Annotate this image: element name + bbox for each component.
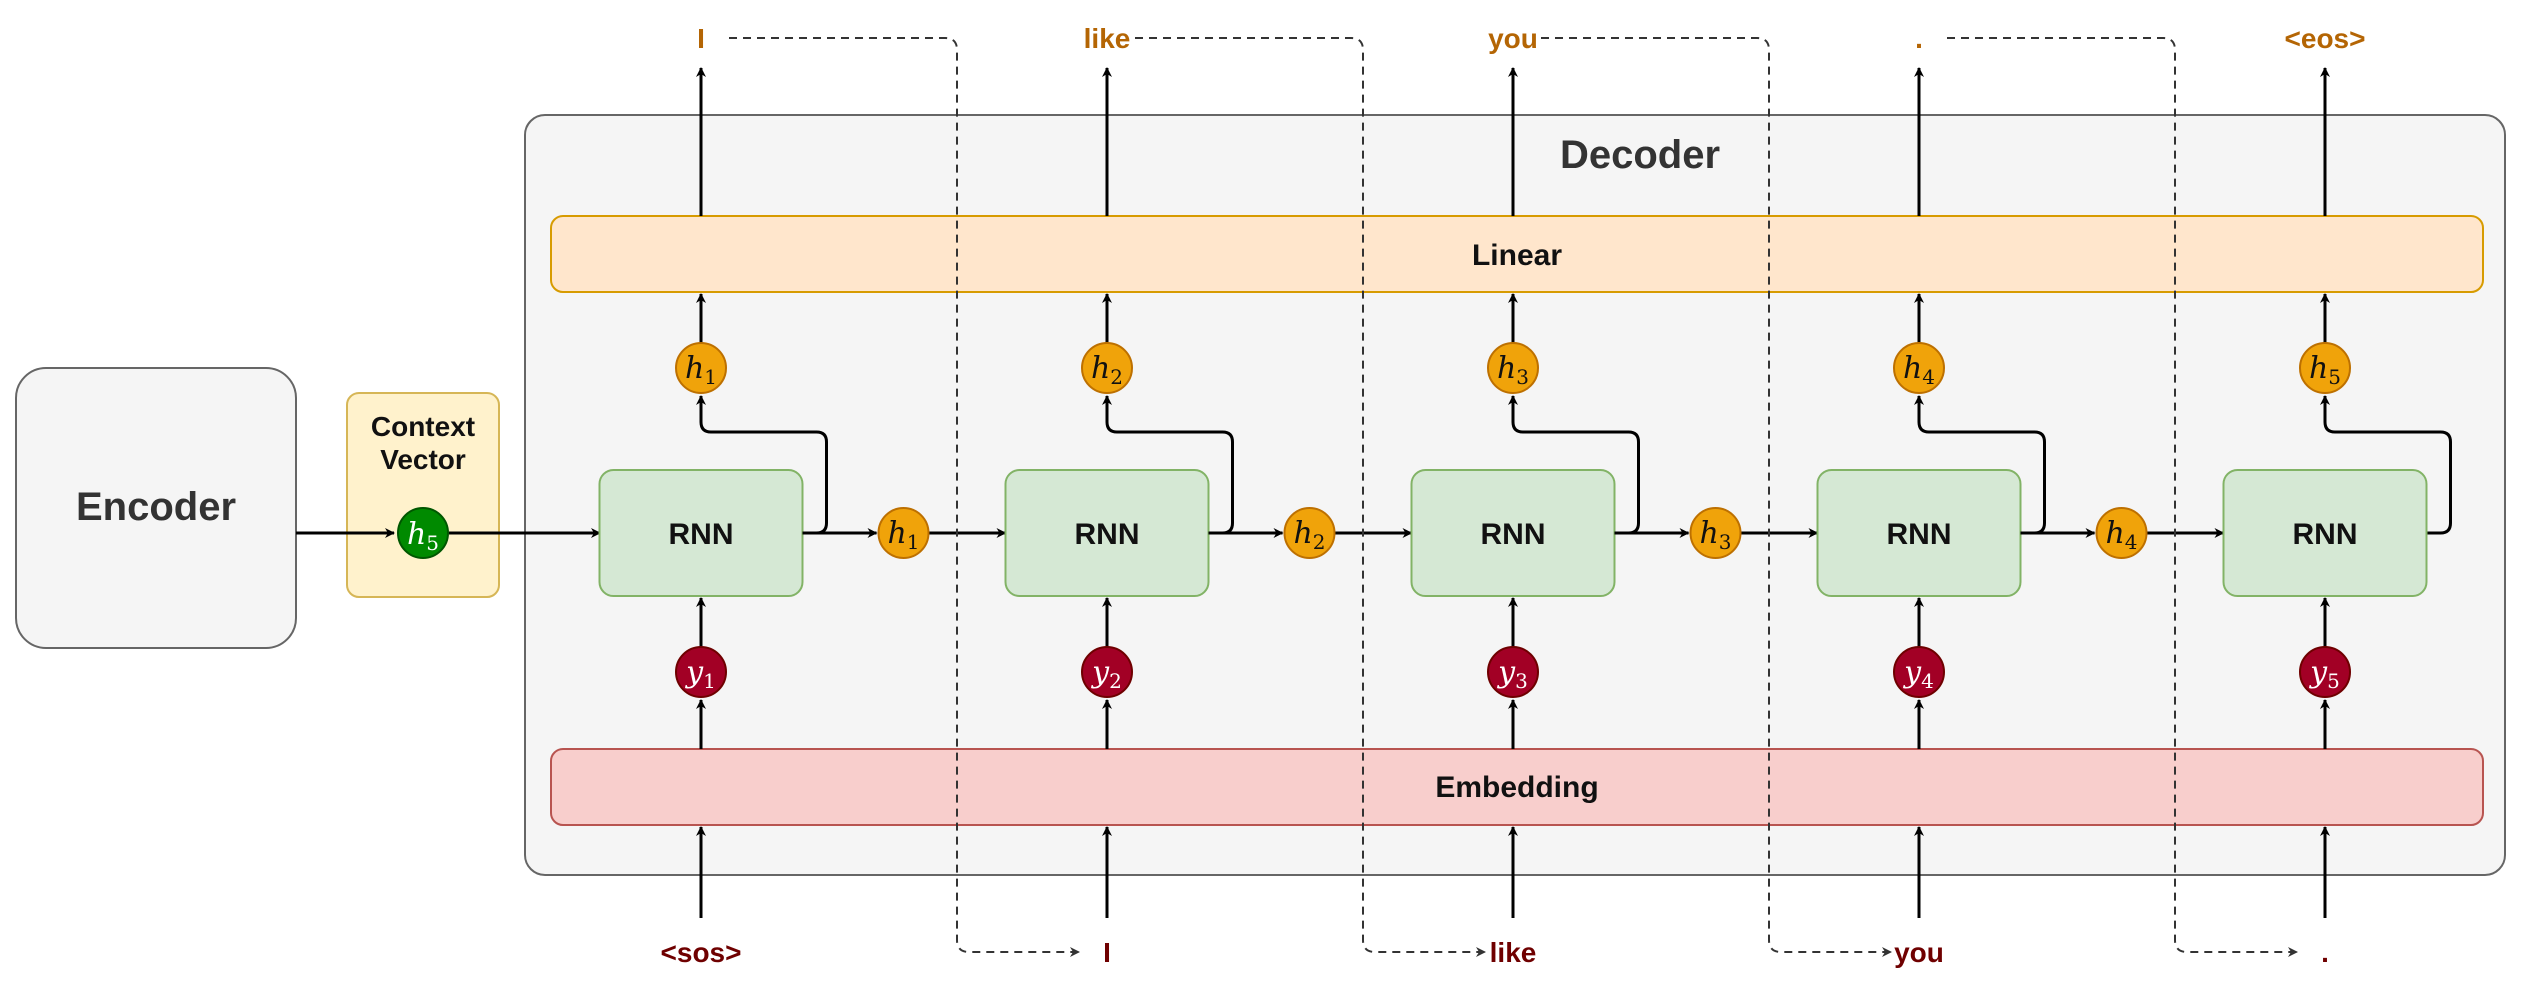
rnn-to-h-route-3 [1508, 395, 1640, 535]
hidden-state-top-5: h5 [2299, 342, 2351, 394]
hidden-state-right-3-circle [1689, 507, 1742, 559]
context-vector-label-line2: Vector [380, 444, 466, 475]
embedding-vector-4-circle [1893, 646, 1945, 698]
hidden-state-top-5-label: h5 [2309, 351, 2341, 389]
hidden-state-right-2-circle [1283, 507, 1336, 559]
hidden-state-right-3: h3 [1689, 507, 1742, 559]
hidden-state-top-3-circle [1487, 342, 1539, 394]
input-token-2: I [1103, 937, 1111, 968]
rnn-to-h-route-1 [696, 395, 828, 535]
embedding-vector-5: y5 [2299, 646, 2351, 698]
rnn-label-1: RNN [669, 518, 734, 551]
hidden-state-top-4: h4 [1893, 342, 1945, 394]
output-token-2: like [1084, 23, 1131, 54]
embedding-vector-2-label: y2 [1090, 655, 1122, 693]
rnn-to-h-route-5 [2320, 395, 2452, 535]
context-vector-label-line1: Context [371, 411, 475, 442]
hidden-state-top-2-label: h2 [1091, 351, 1123, 389]
embedding-vector-4: y4 [1893, 646, 1945, 698]
embedding-vector-1-label: y1 [684, 655, 716, 693]
output-token-4: . [1915, 23, 1923, 54]
rnn-cell-5 [2222, 469, 2428, 597]
embedding-vector-3-label: y3 [1496, 655, 1528, 693]
rnn-label-3: RNN [1481, 518, 1546, 551]
hidden-state-top-3-label: h3 [1497, 351, 1529, 389]
hidden-state-top-5-circle [2299, 342, 2351, 394]
embedding-vector-3-circle [1487, 646, 1539, 698]
hidden-state-right-1-label: h1 [887, 516, 919, 554]
context-h5-label: h5 [407, 517, 439, 555]
embedding-label: Embedding [1435, 771, 1598, 804]
hidden-state-right-1-circle [877, 507, 930, 559]
rnn-label-2: RNN [1075, 518, 1140, 551]
hidden-state-top-2: h2 [1081, 342, 1133, 394]
hidden-state-right-4-circle [2095, 507, 2148, 559]
embedding-vector-1-circle [675, 646, 727, 698]
hidden-state-top-3: h3 [1487, 342, 1539, 394]
embedding-layer [550, 748, 2484, 826]
input-token-4: you [1894, 937, 1944, 968]
hidden-state-top-4-circle [1893, 342, 1945, 394]
linear-label: Linear [1472, 239, 1562, 272]
hidden-state-top-4-label: h4 [1903, 351, 1935, 389]
embedding-vector-5-circle [2299, 646, 2351, 698]
embedding-vector-1: y1 [675, 646, 727, 698]
input-token-3: like [1490, 937, 1537, 968]
input-token-1: <sos> [661, 937, 742, 968]
output-token-5: <eos> [2285, 23, 2366, 54]
hidden-state-right-3-label: h3 [1699, 516, 1731, 554]
teacher-forcing-feedback-3 [1541, 37, 1892, 957]
rnn-label-5: RNN [2293, 518, 2358, 551]
hidden-state-right-2: h2 [1283, 507, 1336, 559]
hidden-state-top-2-circle [1081, 342, 1133, 394]
rnn-to-h-route-2 [1102, 395, 1234, 535]
input-token-5: . [2321, 937, 2329, 968]
teacher-forcing-feedback-2 [1135, 37, 1486, 957]
embedding-vector-4-label: y4 [1902, 655, 1934, 693]
hidden-state-right-4-label: h4 [2105, 516, 2137, 554]
decoder-title: Decoder [1560, 133, 1720, 177]
encoder-box [15, 367, 297, 649]
embedding-vector-2-circle [1081, 646, 1133, 698]
encoder-label: Encoder [76, 485, 236, 529]
embedding-vector-2: y2 [1081, 646, 1133, 698]
context-h5-node [397, 507, 449, 559]
linear-layer [550, 215, 2484, 293]
teacher-forcing-feedback-4 [1947, 37, 2298, 957]
teacher-forcing-feedback-1 [729, 37, 1080, 957]
hidden-state-right-2-label: h2 [1293, 516, 1325, 554]
hidden-state-top-1: h1 [675, 342, 727, 394]
hidden-state-right-1: h1 [877, 507, 930, 559]
output-token-3: you [1488, 23, 1538, 54]
context-vector-box [346, 392, 500, 598]
hidden-state-top-1-label: h1 [685, 351, 717, 389]
output-token-1: I [697, 23, 705, 54]
hidden-state-right-4: h4 [2095, 507, 2148, 559]
rnn-to-h-route-4 [1914, 395, 2046, 535]
rnn-label-4: RNN [1887, 518, 1952, 551]
hidden-state-top-1-circle [675, 342, 727, 394]
embedding-vector-5-label: y5 [2308, 655, 2340, 693]
embedding-vector-3: y3 [1487, 646, 1539, 698]
